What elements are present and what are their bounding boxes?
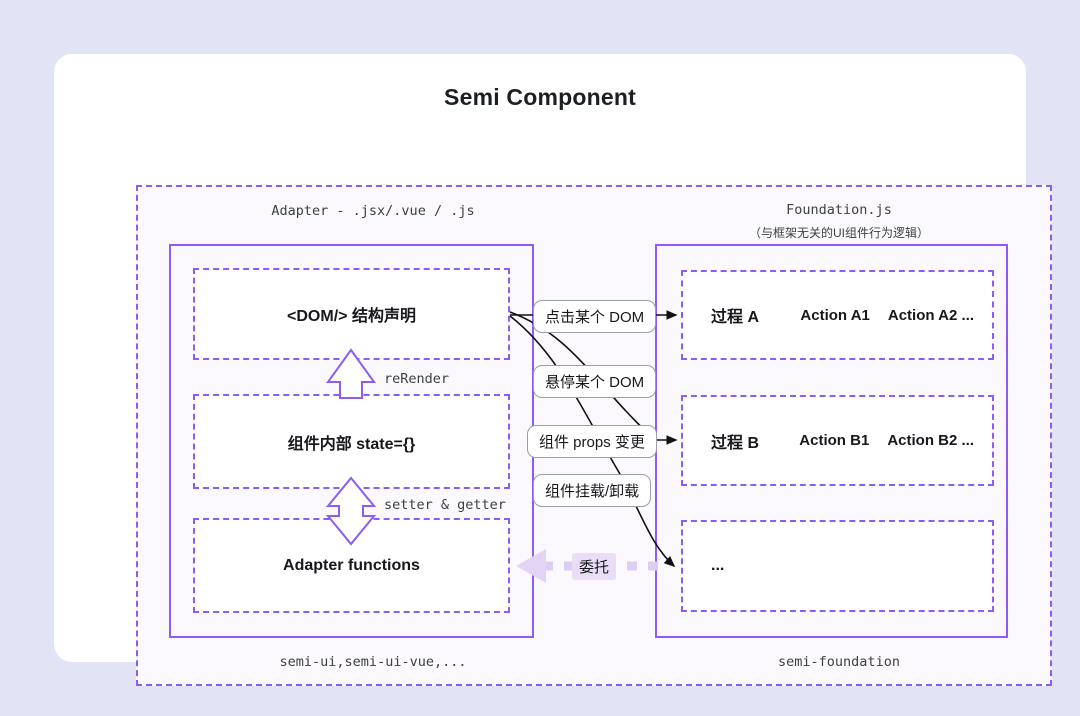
adapter-column-caption: Adapter - .jsx/.vue / .js [271, 203, 475, 219]
foundation-column-footer: semi-foundation [778, 654, 900, 670]
process-b-row: 过程 B Action B1 Action B2 ... [683, 429, 992, 453]
process-b-action-1: Action B1 [799, 432, 870, 449]
component-state-box: 组件内部 state={} [193, 394, 510, 489]
diagram-card: Semi Component Adapter - .jsx/.vue / .js… [54, 54, 1052, 686]
process-more-label: ... [711, 557, 725, 574]
process-a-box: 过程 A Action A1 Action A2 ... [681, 270, 994, 360]
dom-structure-label: <DOM/> 结构声明 [287, 308, 416, 325]
setter-getter-edge-label: setter & getter [384, 497, 506, 513]
process-a-action-2: Action A2 ... [887, 306, 974, 324]
process-a-action-1: Action A1 [800, 306, 870, 324]
foundation-column-caption: Foundation.js [786, 202, 892, 218]
dom-structure-box: <DOM/> 结构声明 [193, 268, 510, 360]
process-b-action-2: Action B2 ... [887, 432, 974, 449]
process-b-name: 过程 B [711, 434, 760, 452]
rerender-edge-label: reRender [384, 371, 450, 387]
page-title: Semi Component [444, 84, 636, 110]
adapter-functions-label: Adapter functions [283, 556, 420, 574]
adapter-column-footer: semi-ui,semi-ui-vue,... [279, 654, 467, 670]
event-pill-props-change[interactable]: 组件 props 变更 [527, 425, 657, 458]
delegate-label: 委托 [572, 553, 617, 580]
foundation-column-subcaption: （与框架无关的UI组件行为逻辑） [748, 226, 929, 240]
process-more-box: ... [681, 520, 994, 612]
component-state-label: 组件内部 state={} [287, 435, 416, 453]
process-a-name: 过程 A [711, 309, 760, 326]
event-pill-mount-unmount[interactable]: 组件挂载/卸载 [533, 474, 652, 507]
event-pill-click[interactable]: 点击某个 DOM [533, 300, 657, 333]
adapter-functions-box: Adapter functions [193, 518, 510, 613]
process-a-row: 过程 A Action A1 Action A2 ... [683, 303, 992, 327]
event-pill-hover[interactable]: 悬停某个 DOM [533, 365, 657, 398]
process-b-box: 过程 B Action B1 Action B2 ... [681, 395, 994, 486]
